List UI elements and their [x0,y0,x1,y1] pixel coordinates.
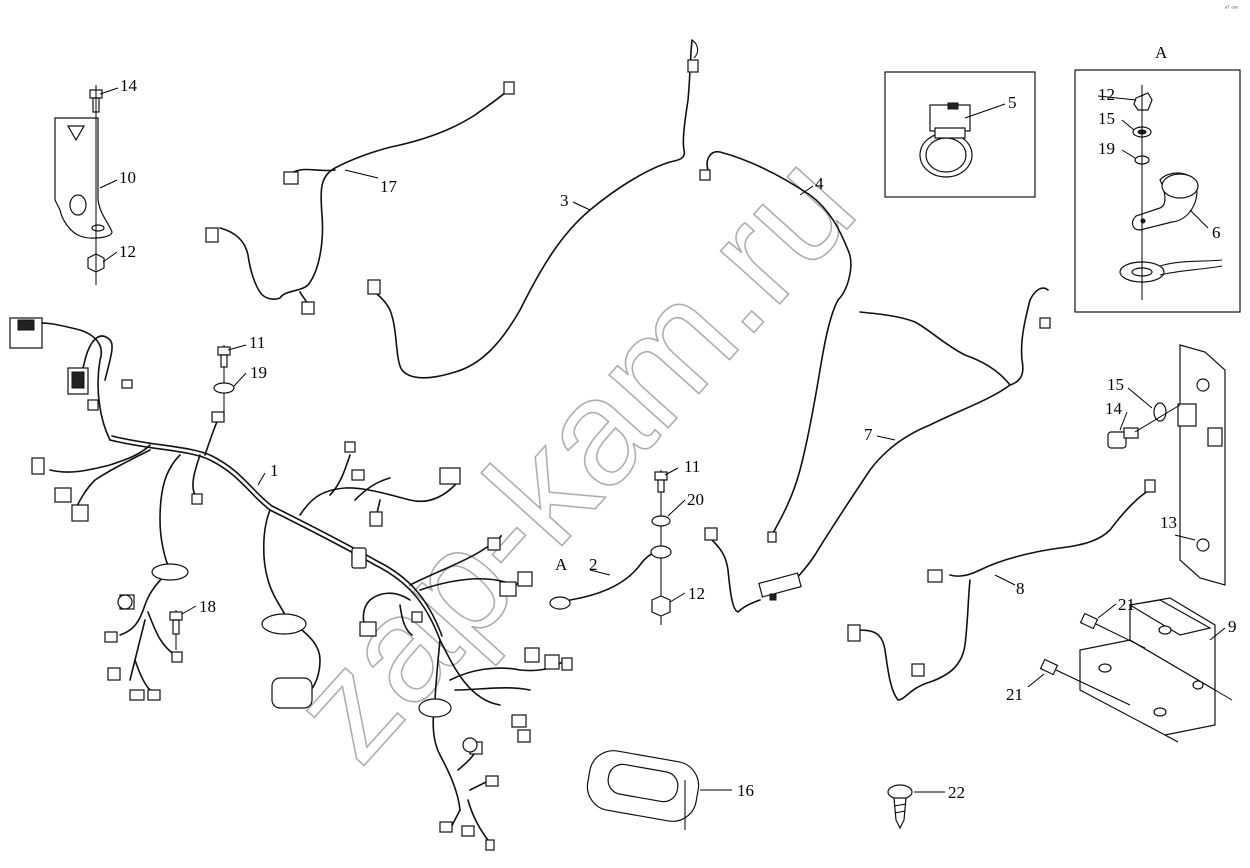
callout-18: 18 [199,597,216,616]
callout-8: 8 [1016,579,1025,598]
wire-harness-4 [699,150,852,543]
callout-21a: 21 [1118,595,1135,614]
callout-6: 6 [1212,223,1221,242]
callout-4: 4 [815,174,824,193]
grommet-16 [586,750,700,830]
fasteners-center [169,345,672,650]
callout-1: 1 [270,461,279,480]
callout-19b: 19 [1098,139,1115,158]
callout-20: 20 [687,490,704,509]
wire-harness-8 [847,479,1156,701]
callout-12c: 12 [688,584,705,603]
callout-15a: 15 [1098,109,1115,128]
callout-17: 17 [380,177,398,196]
callout-13: 13 [1160,513,1177,532]
screw-22 [887,784,913,830]
leader-lines [99,87,1226,793]
wire-harness-7 [704,287,1051,613]
callout-9: 9 [1228,617,1237,636]
watermark-text: zap-kam.ru [259,121,886,791]
callout-16: 16 [737,781,754,800]
callout-12b: 12 [1098,85,1115,104]
detail-box-5 [884,71,1036,198]
bracket-10 [54,85,113,285]
callout-15b: 15 [1107,375,1124,394]
rubber-grommet [151,563,189,581]
inline-a-label: A [555,555,568,574]
callout-5: 5 [1008,93,1017,112]
callout-14b: 14 [1105,399,1123,418]
wire-harness-3 [367,39,699,379]
callout-19a: 19 [250,363,267,382]
callout-14a: 14 [120,76,138,95]
bolts-21 [1039,612,1146,706]
callout-11b: 11 [684,457,700,476]
callout-10: 10 [119,168,136,187]
callout-3: 3 [560,191,569,210]
wire-harness-17 [205,81,515,315]
ground-wire-2 [549,551,657,610]
callout-7: 7 [864,425,873,444]
callout-21b: 21 [1006,685,1023,704]
callout-labels: 1 2 3 4 5 6 7 8 9 10 11 11 12 12 12 13 1… [119,43,1237,802]
plate-13 [1107,344,1226,586]
corner-mark: ᵃᵀ ᵒᵒᵒ [1225,5,1239,12]
bracket-9 [1079,597,1233,743]
main-harness-connectors [9,317,573,851]
detail-a-title: A [1155,43,1168,62]
watermark: zap-kam.ru [258,121,886,793]
callout-2: 2 [589,555,598,574]
callout-22: 22 [948,783,965,802]
callout-12a: 12 [119,242,136,261]
callout-11a: 11 [249,333,265,352]
detail-box-a [1074,69,1241,313]
